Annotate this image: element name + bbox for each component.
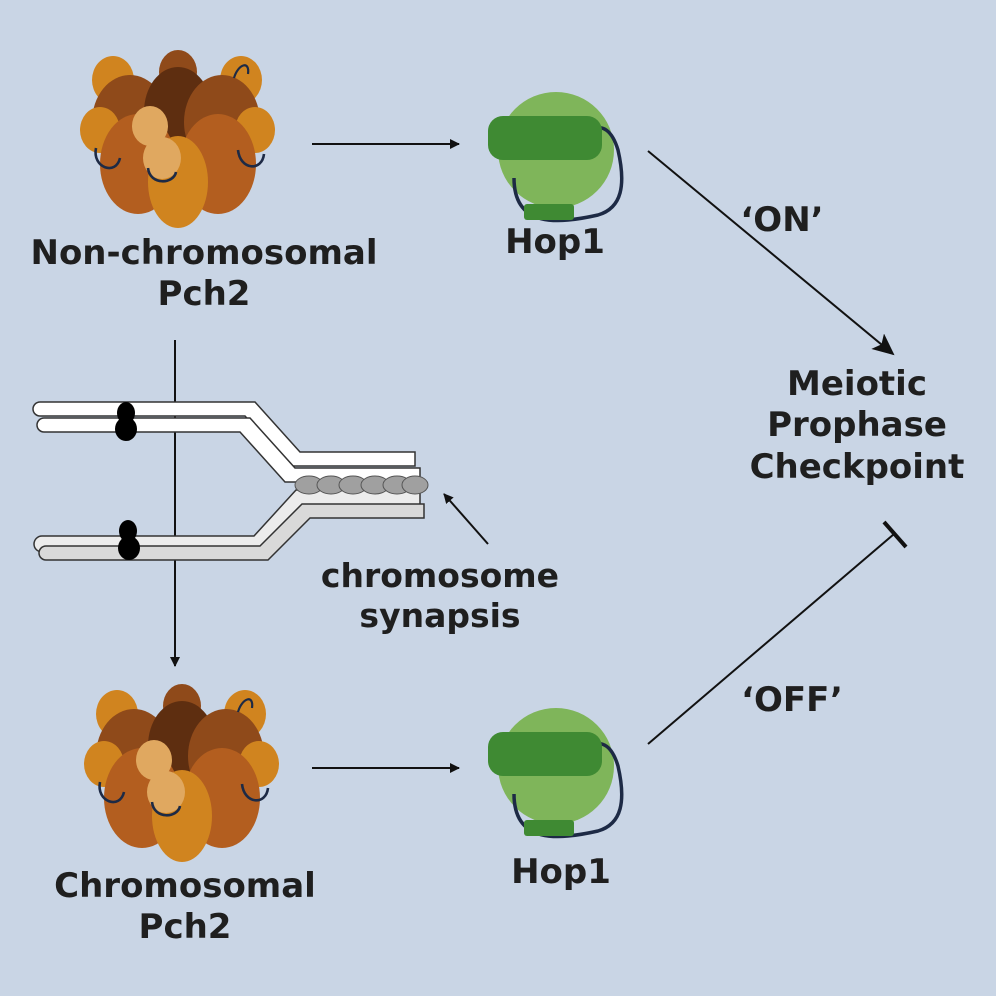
- chromosomal-pch2-illustration: [82, 682, 281, 864]
- arrow-on-to-checkpoint: [647, 150, 895, 356]
- inhibition-off-to-checkpoint: [647, 533, 895, 745]
- inhibition-bar: [882, 520, 908, 549]
- chromosome-illustration: [32, 401, 429, 561]
- chromosomal-pch2-label: Chromosomal Pch2: [20, 866, 350, 949]
- hop1-top-label: Hop1: [505, 222, 605, 262]
- chromosome-synapsis-label: chromosome synapsis: [290, 556, 590, 637]
- on-label: ‘ON’: [740, 200, 824, 240]
- meiotic-prophase-checkpoint-label: Meiotic Prophase Checkpoint: [724, 364, 990, 488]
- non-chromosomal-pch2-illustration: [78, 48, 277, 230]
- arrow-synapsis-pointer: [443, 493, 489, 545]
- chromosomal-label-line1: Chromosomal: [54, 866, 316, 906]
- hop1-bottom-label: Hop1: [511, 852, 611, 892]
- checkpoint-label-line1: Meiotic: [787, 364, 927, 404]
- off-label: ‘OFF’: [741, 680, 843, 720]
- checkpoint-label-line2: Prophase: [767, 405, 947, 446]
- non-chromosomal-label-line2: Pch2: [157, 274, 251, 315]
- checkpoint-label-line3: Checkpoint: [749, 446, 965, 487]
- synapsis-label-line1: chromosome: [320, 556, 560, 595]
- synapsis-label-line2: synapsis: [359, 596, 521, 636]
- non-chromosomal-pch2-label: Non-chromosomal Pch2: [6, 233, 402, 316]
- non-chromosomal-label-line1: Non-chromosomal: [30, 233, 378, 273]
- hop1-bottom-illustration: [486, 706, 624, 839]
- hop1-top-illustration: [486, 90, 624, 223]
- chromosomal-label-line2: Pch2: [138, 907, 232, 948]
